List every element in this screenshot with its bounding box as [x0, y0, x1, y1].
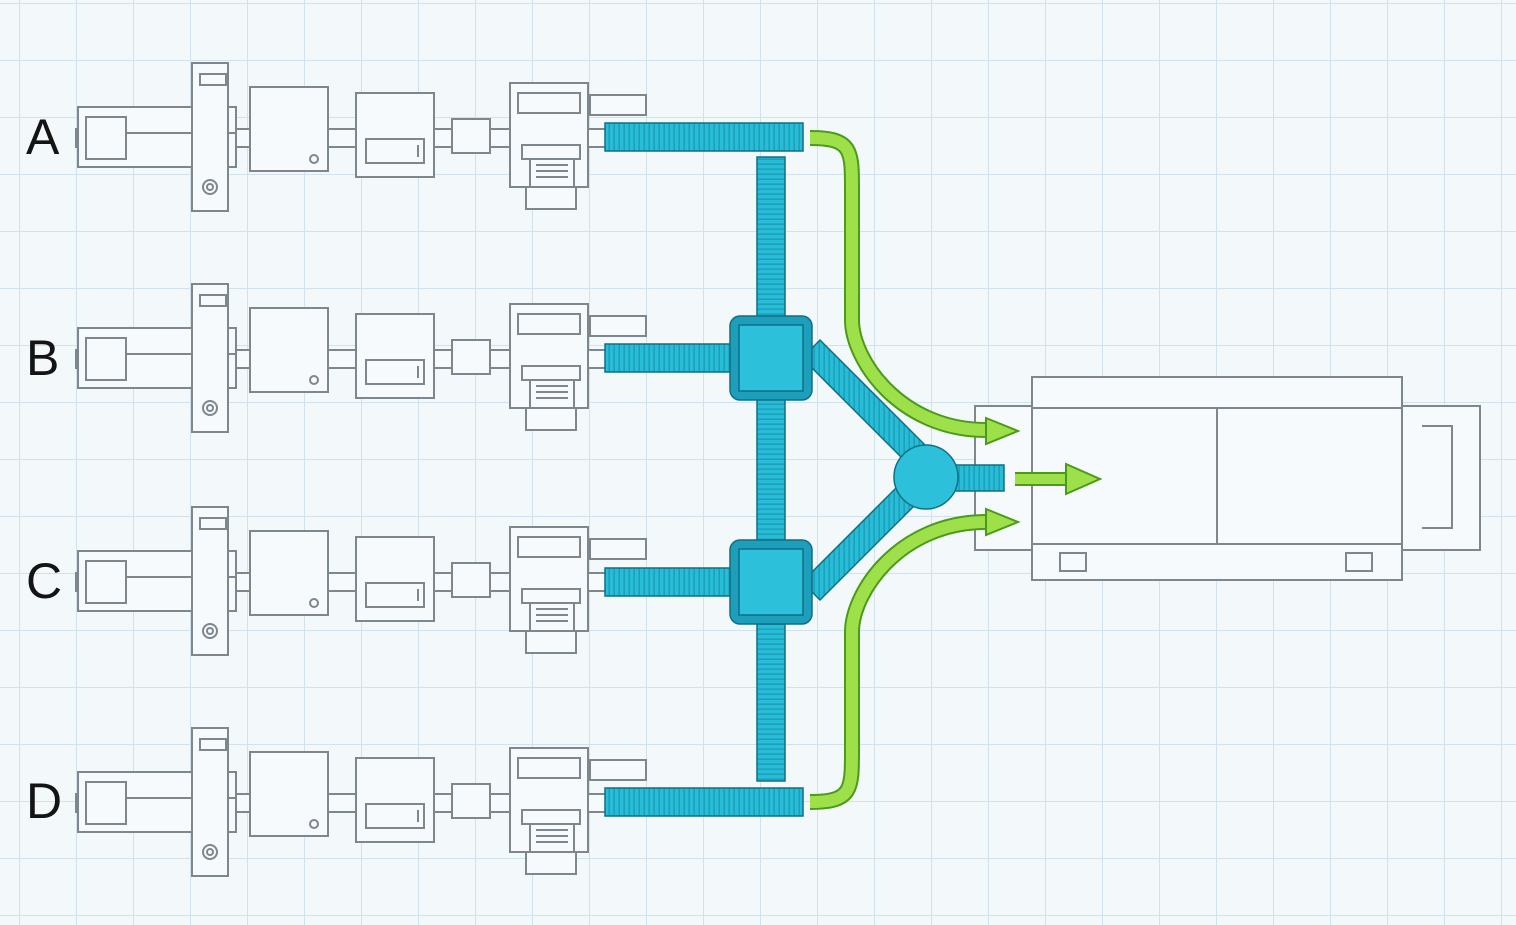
flow-arrow-icon: [1065, 462, 1103, 496]
machine-line-a: [75, 62, 647, 212]
flow-arrow-icon: [985, 507, 1021, 537]
line-label-c: C: [26, 553, 63, 609]
machine-line-d: [75, 727, 647, 877]
flow-arrow-icon: [985, 416, 1021, 446]
machine-line-c: [75, 506, 647, 656]
conveyor-a: [604, 122, 804, 152]
machine-line-b: [75, 283, 647, 433]
conveyor-spine: [756, 156, 786, 782]
flow-arrows: [809, 130, 1103, 810]
line-label-d: D: [26, 773, 63, 829]
line-label-b: B: [26, 330, 60, 386]
conveyor-network: [604, 122, 1005, 817]
line-label-a: A: [26, 109, 60, 165]
conveyor-d: [604, 787, 804, 817]
merge-junction-icon: [893, 444, 959, 510]
